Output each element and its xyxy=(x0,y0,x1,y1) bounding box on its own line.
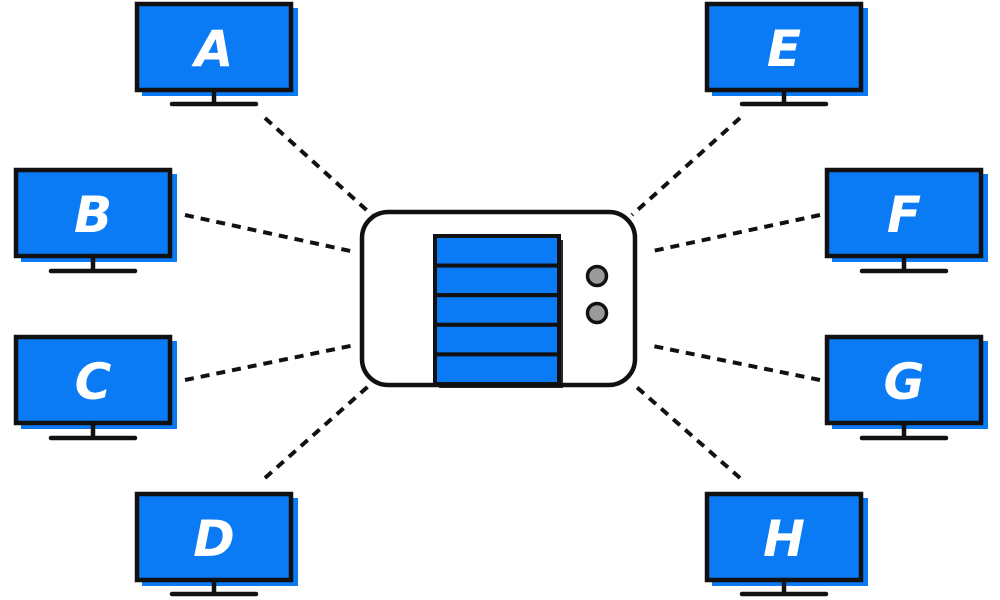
monitor-label: A xyxy=(191,20,234,78)
drive-bay-1 xyxy=(433,234,561,268)
connection-line-a xyxy=(263,116,374,217)
monitor-client-b: B xyxy=(13,167,177,274)
monitor-icon xyxy=(704,1,864,93)
monitor-client-d: D xyxy=(134,491,298,597)
monitor-icon xyxy=(134,1,294,93)
monitor-client-c: C xyxy=(13,334,177,441)
monitor-label: D xyxy=(193,510,235,568)
monitor-client-e: E xyxy=(704,1,868,107)
monitor-icon xyxy=(13,334,173,426)
connections xyxy=(184,116,821,480)
monitor-icon xyxy=(824,167,984,259)
drive-bay-3 xyxy=(433,293,561,327)
monitor-client-f: F xyxy=(824,167,988,274)
connection-line-g xyxy=(647,343,821,382)
connection-line-e xyxy=(630,116,742,217)
monitor-icon xyxy=(13,167,173,259)
monitor-label: E xyxy=(767,20,801,78)
monitor-label: G xyxy=(883,353,924,411)
monitor-label: B xyxy=(74,186,112,244)
monitor-label: F xyxy=(887,186,921,244)
monitor-client-g: G xyxy=(824,334,988,441)
drive-bays xyxy=(433,234,561,386)
drive-bay-5 xyxy=(433,352,561,386)
drive-bay-2 xyxy=(433,263,561,298)
monitor-client-a: A xyxy=(134,1,298,107)
connection-line-b xyxy=(184,213,356,254)
monitor-label: C xyxy=(75,353,112,411)
monitor-client-h: H xyxy=(704,491,868,597)
drive-bay-4 xyxy=(433,322,561,357)
monitor-icon xyxy=(824,334,984,426)
connection-line-c xyxy=(184,343,356,382)
indicator-light-top xyxy=(585,264,609,288)
monitor-label: H xyxy=(763,510,805,568)
monitor-icon xyxy=(704,491,864,583)
monitor-icon xyxy=(134,491,294,583)
connection-line-f xyxy=(647,213,821,254)
server-icon xyxy=(359,209,638,388)
indicator-light-bottom xyxy=(585,301,609,325)
connection-line-h xyxy=(630,381,742,480)
connection-line-d xyxy=(263,381,374,480)
